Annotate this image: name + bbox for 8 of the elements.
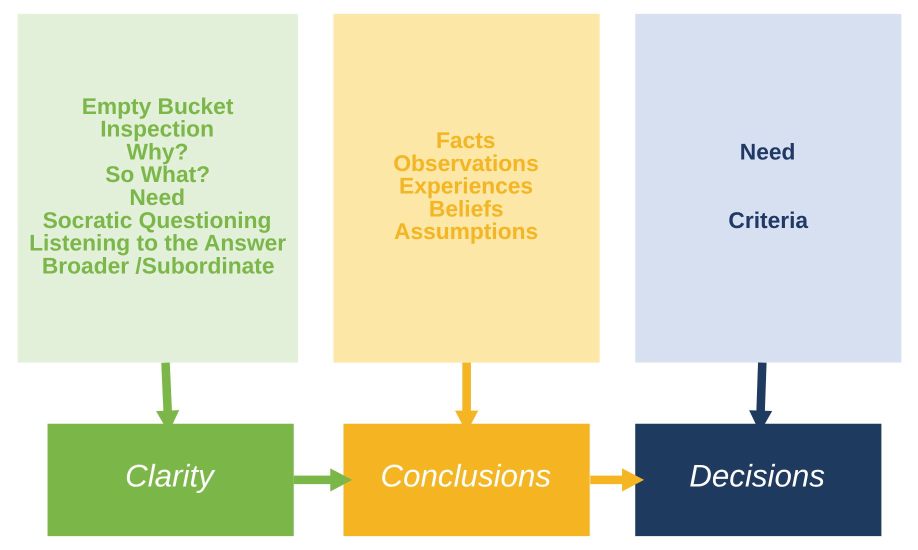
- node-box: Decisions: [634, 424, 881, 536]
- node-box: Conclusions: [343, 424, 590, 536]
- node-box: Clarity: [47, 424, 294, 536]
- arrow: [590, 468, 644, 492]
- node-box: Empty Bucket Inspection Why? So What? Need Socratic Questioning Listening to the Answer Broader /Subordinate: [17, 14, 298, 362]
- arrow: [293, 468, 352, 492]
- node-box: Facts Observations Experiences Beliefs Assumptions: [333, 14, 600, 362]
- node-box: Need Criteria: [634, 14, 901, 362]
